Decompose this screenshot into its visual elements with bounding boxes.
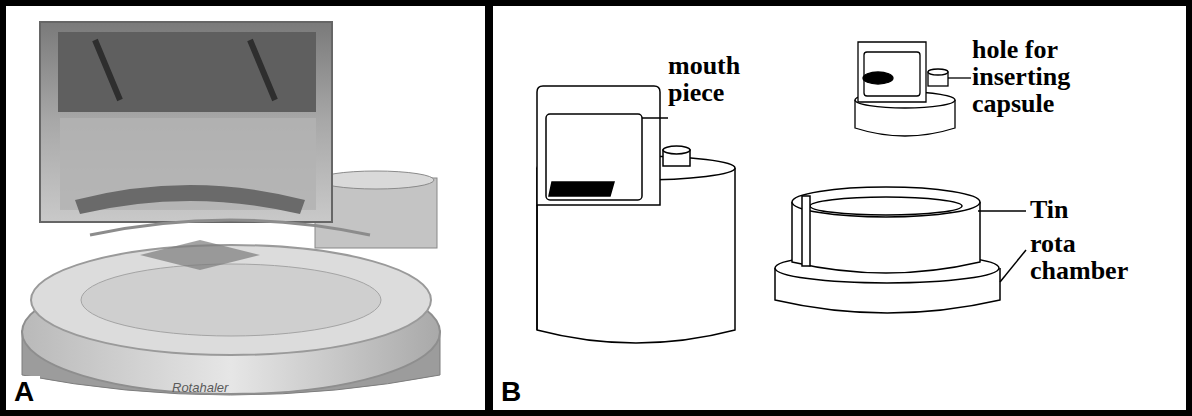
tin-slot (802, 196, 810, 266)
capsule-hole-drawing (855, 42, 971, 136)
capsule-hole-top (928, 69, 948, 75)
mouthpiece-edge (75, 185, 305, 214)
mouthpiece-window (546, 114, 642, 200)
part-label: Tin (1030, 196, 1110, 223)
base-band (22, 330, 440, 395)
capsule-hole-spout (315, 178, 437, 248)
drawing-panel: B (493, 6, 1186, 410)
leader-line (1000, 250, 1026, 282)
rota-chamber (775, 268, 1000, 313)
capsule (863, 72, 893, 84)
panel-letter: A (8, 376, 40, 408)
small-base (855, 100, 955, 136)
capsule-hole (928, 72, 948, 86)
tin-chamber-drawing (775, 187, 1026, 313)
capsule-stub (663, 150, 690, 166)
photo-panel: A (6, 6, 485, 410)
mouthpiece-grille (95, 40, 275, 100)
leader-line (642, 117, 668, 119)
panel-letter: B (495, 376, 527, 408)
base-cylinder (537, 168, 735, 343)
small-mouthpiece (858, 42, 926, 102)
part-label: rota chamber (1030, 230, 1155, 284)
rotor-outline (90, 220, 370, 235)
rota-chamber-top (775, 253, 999, 283)
leader-line (948, 77, 971, 78)
leader-line (978, 210, 1026, 212)
mouthpiece-block (537, 86, 660, 205)
small-base-top (855, 92, 955, 108)
part-label: hole for inserting capsule (972, 36, 1147, 117)
mouthpiece-block (40, 22, 332, 222)
mouthpiece-window (60, 118, 316, 210)
mouthpiece-drawing (537, 86, 735, 343)
part-label: mouth piece (668, 52, 778, 106)
base-chamber (22, 270, 440, 394)
rotor-blade (140, 240, 260, 270)
base-cylinder-top (537, 156, 735, 180)
brand-text: Rotahaler (172, 381, 262, 395)
small-window (864, 52, 920, 96)
spout-top (318, 171, 434, 189)
chamber-inner (81, 264, 381, 336)
grille-bar (549, 182, 614, 196)
capsule-stub-top (663, 146, 690, 154)
tin-top (792, 187, 980, 217)
tin-wall (792, 202, 980, 273)
chamber-rim (31, 245, 431, 355)
inhaler-photo (22, 22, 440, 395)
tin-inner (810, 197, 962, 215)
mouthpiece-opening (58, 32, 316, 112)
block-edge (536, 205, 538, 330)
